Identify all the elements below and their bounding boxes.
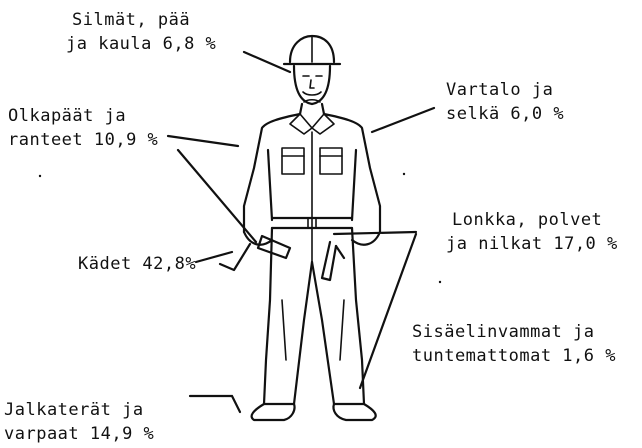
feet-label-line1: Jalkaterät ja [4,400,144,420]
torso-label-line2: selkä 6,0 % [446,104,565,124]
feet-label: Jalkaterät ja varpaat 14,9 % [4,398,154,446]
head-leader-line [242,50,292,74]
torso-leader-line [370,106,436,134]
shoulders-wrist-leader-line [176,148,258,244]
internal-leader-line [358,232,418,390]
hips-leader-line [332,230,418,236]
shoulders-label: Olkapäät ja ranteet 10,9 % [8,104,158,152]
hips-label: Lonkka, polvet ja nilkat 17,0 % [446,208,618,256]
hips-label-line1: Lonkka, polvet [452,210,603,230]
feet-leader-line [188,394,242,414]
feet-label-line2: varpaat 14,9 % [4,424,155,444]
head-label: Silmät, pää ja kaula 6,8 % [66,8,216,56]
torso-label-line1: Vartalo ja [446,80,554,100]
internal-label-line2: tuntemattomat 1,6 % [412,346,616,366]
internal-label-line1: Sisäelinvammat ja [412,322,595,342]
shoulders-label-line2: ranteet 10,9 % [8,130,159,150]
head-icon [292,64,332,106]
hips-label-line2: ja nilkat 17,0 % [446,234,618,254]
feet-icon [250,402,377,422]
hard-hat-icon [282,34,342,66]
shoulders-label-line1: Olkapäät ja [8,106,127,126]
torso-icon [242,112,382,263]
torso-label: Vartalo ja selkä 6,0 % [446,78,564,126]
hands-leader-line [194,250,234,264]
hands-label: Kädet 42,8% [78,252,196,276]
hands-label-line1: Kädet 42,8% [78,254,197,274]
hands-icon [218,230,382,282]
head-label-line1: Silmät, pää [72,10,191,30]
shoulders-leader-line [166,134,240,148]
internal-label: Sisäelinvammat ja tuntemattomat 1,6 % [412,320,616,368]
head-label-line2: ja kaula 6,8 % [66,34,217,54]
